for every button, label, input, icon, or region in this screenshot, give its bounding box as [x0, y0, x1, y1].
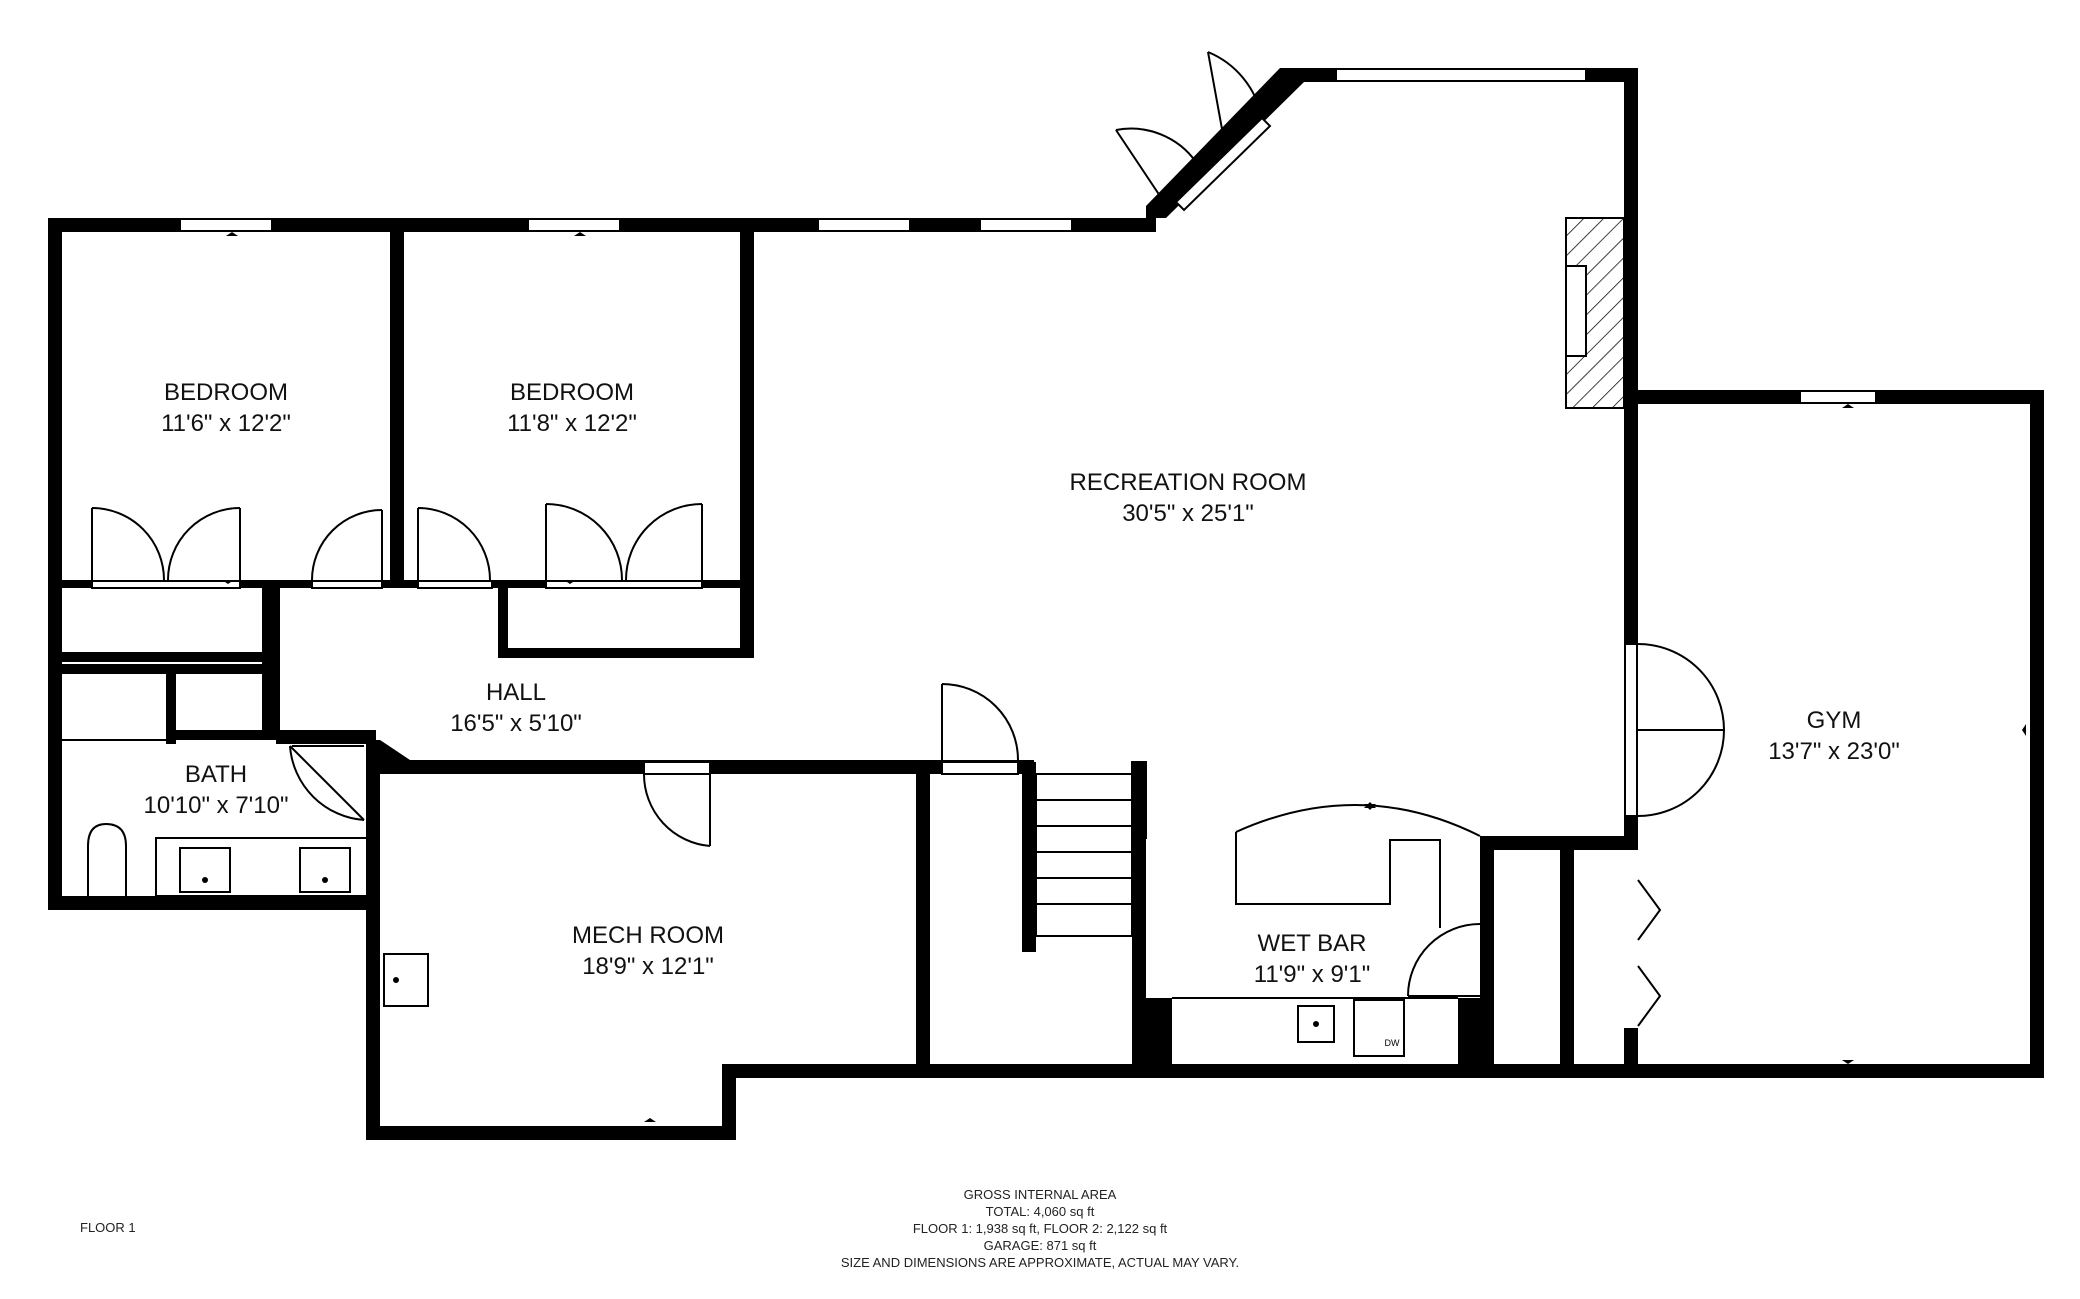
- room-dims-gym: 13'7" x 23'0": [1768, 738, 1900, 765]
- room-name-mech: MECH ROOM: [572, 922, 724, 949]
- room-dims-recreation: 30'5" x 25'1": [1122, 500, 1254, 527]
- dimension-markers: [222, 232, 2026, 1122]
- room-labels: BEDROOM 11'6" x 12'2" BEDROOM 11'8" x 12…: [144, 379, 1900, 988]
- room-name-hall: HALL: [486, 679, 546, 706]
- room-name-bath: BATH: [185, 761, 247, 788]
- interior-walls: [48, 218, 1638, 1068]
- wet-bar-counter: DW: [1172, 803, 1481, 1057]
- area-floors: FLOOR 1: 1,938 sq ft, FLOOR 2: 2,122 sq …: [912, 1221, 1168, 1236]
- patio-door: [1115, 51, 1263, 197]
- room-dims-bedroom-1: 11'6" x 12'2": [161, 410, 291, 437]
- room-name-gym: GYM: [1807, 707, 1862, 734]
- room-dims-bath: 10'10" x 7'10": [144, 792, 289, 819]
- area-heading: GROSS INTERNAL AREA: [963, 1187, 1117, 1202]
- bath-fixtures: [62, 739, 371, 897]
- area-total: TOTAL: 4,060 sq ft: [985, 1204, 1095, 1219]
- room-name-wet-bar: WET BAR: [1258, 930, 1367, 957]
- dw-label: DW: [1385, 1038, 1400, 1048]
- doors: [91, 503, 1725, 1027]
- room-name-bedroom-2: BEDROOM: [510, 379, 634, 406]
- room-dims-wet-bar: 11'9" x 9'1": [1254, 961, 1371, 988]
- room-name-recreation: RECREATION ROOM: [1070, 469, 1307, 496]
- room-dims-hall: 16'5" x 5'10": [450, 710, 582, 737]
- area-garage: GARAGE: 871 sq ft: [983, 1238, 1097, 1253]
- area-summary: GROSS INTERNAL AREA TOTAL: 4,060 sq ft F…: [0, 1186, 2080, 1271]
- room-dims-bedroom-2: 11'8" x 12'2": [507, 410, 637, 437]
- windows: [179, 68, 1877, 404]
- room-name-bedroom-1: BEDROOM: [164, 379, 288, 406]
- floor-label: FLOOR 1: [80, 1220, 136, 1235]
- mech-sink: [383, 953, 429, 1007]
- fireplace: [1565, 217, 1625, 409]
- room-dims-mech: 18'9" x 12'1": [582, 953, 714, 980]
- stairs: [1035, 761, 1147, 937]
- area-disclaimer: SIZE AND DIMENSIONS ARE APPROXIMATE, ACT…: [840, 1255, 1240, 1270]
